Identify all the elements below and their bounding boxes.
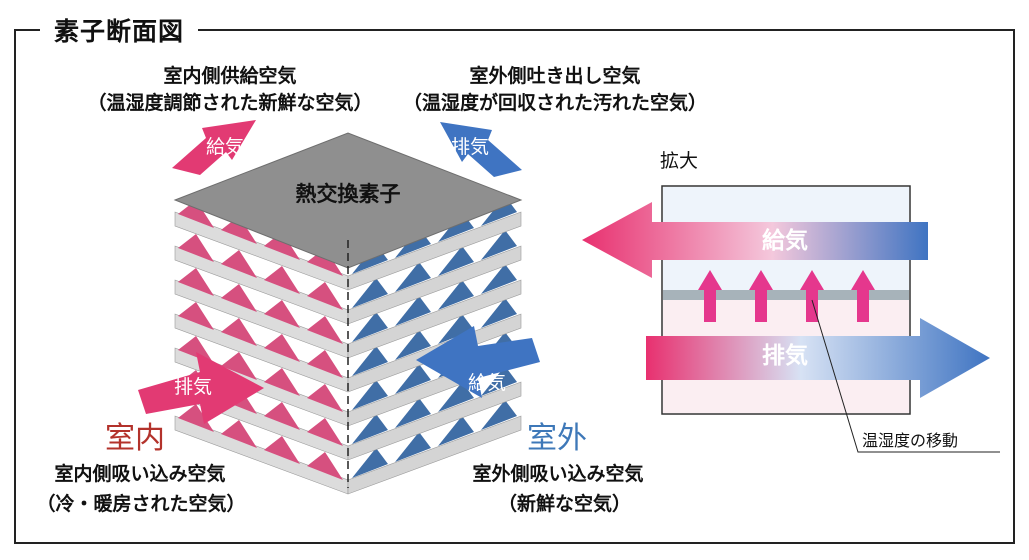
- supply-top-label: 給気: [205, 136, 244, 158]
- corrugation-right: [395, 364, 431, 394]
- corrugation-left: [178, 234, 214, 262]
- exhaust-top-label: 排気: [450, 136, 489, 158]
- diagram-frame: [14, 29, 1015, 544]
- corrugation-left: [221, 216, 257, 244]
- supply-top-arrow: [172, 120, 256, 175]
- corrugation-left: [264, 368, 300, 396]
- outdoor-caption-line1: 室外側吸い込み空気: [472, 463, 644, 485]
- corrugation-left: [178, 200, 214, 228]
- exhaust-bottom-label: 排気: [173, 376, 212, 398]
- corrugation-right: [352, 278, 388, 308]
- corrugation-left: [307, 384, 343, 412]
- indoor-caption-line2: （冷・暖房された空気）: [36, 493, 246, 515]
- top-left-caption-line2: （温湿度調節された新鮮な空気）: [87, 92, 373, 114]
- corrugation-right: [352, 346, 388, 376]
- outdoor-caption-line2: （新鮮な空気）: [498, 493, 632, 515]
- corrugation-right: [352, 380, 388, 410]
- corrugation-left: [264, 402, 300, 430]
- core-layers: [174, 196, 522, 495]
- transfer-arrow: [698, 270, 722, 322]
- corrugation-left: [264, 266, 300, 294]
- corrugation-left: [264, 436, 300, 464]
- exhaust-top-arrow: [440, 122, 522, 177]
- note-leader-line: [811, 299, 1000, 453]
- corrugation-right: [481, 366, 517, 396]
- corrugation-left: [178, 268, 214, 296]
- transfer-arrows: [698, 270, 875, 322]
- corrugation-right: [395, 432, 431, 462]
- corrugation-left: [178, 302, 214, 330]
- corrugation-left: [307, 452, 343, 480]
- supply-bottom-label: 給気: [467, 372, 506, 394]
- corrugation-right: [395, 296, 431, 326]
- corrugation-right: [438, 280, 474, 310]
- core-top-plate: [173, 132, 523, 269]
- supply-bottom-arrow: [416, 326, 540, 398]
- core-layer-right: [347, 415, 522, 495]
- corrugation-left: [221, 352, 257, 380]
- exhaust-bottom-arrow: [138, 352, 264, 424]
- corrugation-left: [221, 318, 257, 346]
- corrugation-right: [352, 448, 388, 478]
- corrugation-right: [481, 400, 517, 430]
- diagram-title: 素子断面図: [40, 12, 199, 48]
- corrugation-right: [395, 262, 431, 292]
- transfer-arrow: [749, 270, 773, 322]
- corrugation-right: [438, 314, 474, 344]
- top-right-caption-line1: 室外側吐き出し空気: [469, 65, 641, 87]
- corrugation-right: [481, 264, 517, 294]
- zoom-exhaust-arrow: [646, 318, 990, 398]
- zoom-supply-arrow: [582, 202, 928, 278]
- outdoor-heading: 室外: [527, 421, 587, 456]
- corrugation-right: [481, 230, 517, 260]
- corrugation-left: [307, 282, 343, 310]
- corrugation-left: [307, 350, 343, 378]
- corrugation-left: [307, 316, 343, 344]
- indoor-heading: 室内: [105, 421, 165, 456]
- indoor-caption-line1: 室内側吸い込み空気: [54, 463, 226, 485]
- corrugation-right: [352, 414, 388, 444]
- corrugation-right: [438, 246, 474, 276]
- corrugation-right: [352, 312, 388, 342]
- corrugation-left: [221, 284, 257, 312]
- core-label: 熱交換素子: [295, 182, 401, 206]
- corrugation-left: [178, 404, 214, 432]
- zoom-supply-label: 給気: [762, 228, 808, 254]
- zoom-exhaust-label: 排気: [762, 343, 808, 369]
- corrugation-right: [438, 416, 474, 446]
- transfer-note: 温湿度の移動: [862, 431, 959, 450]
- core-layer-right: [347, 279, 522, 359]
- transfer-arrow: [851, 270, 875, 322]
- zoom-label: 拡大: [660, 150, 699, 172]
- corrugation-right: [481, 298, 517, 328]
- corrugation-left: [221, 250, 257, 278]
- corrugation-left: [264, 300, 300, 328]
- corrugation-right: [395, 398, 431, 428]
- corrugation-left: [307, 418, 343, 446]
- corrugation-right: [395, 330, 431, 360]
- zoom-membrane: [663, 290, 909, 300]
- corrugation-right: [438, 382, 474, 412]
- corrugation-left: [264, 334, 300, 362]
- top-right-caption-line2: （温湿度が回収された汚れた空気）: [402, 92, 707, 114]
- corrugation-left: [221, 420, 257, 448]
- transfer-arrow: [800, 270, 824, 322]
- top-left-caption-line1: 室内側供給空気: [163, 65, 297, 87]
